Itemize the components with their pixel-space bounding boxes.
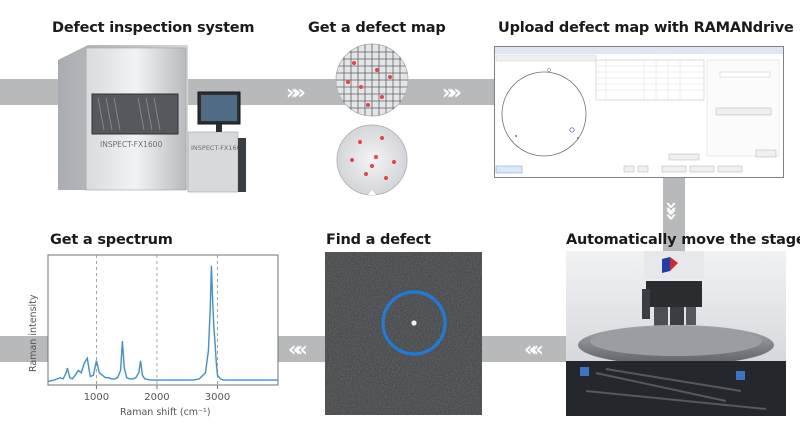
arrow-left-1: «« (524, 337, 544, 361)
arrow-right-1: »» (286, 80, 306, 104)
spectrum-xlabel: Raman shift (cm⁻¹) (120, 407, 211, 418)
step-title-spectrum: Get a spectrum (50, 232, 173, 248)
spectrum-chart: 1000 2000 3000 Raman intensity Raman shift… (28, 254, 279, 418)
step-title-upload: Upload defect map with RAMANdrive (498, 20, 794, 36)
tick-label-3000: 3000 (205, 392, 230, 403)
machine-label-side: INSPECT-FX1600 (191, 144, 245, 152)
inspection-machine-image: INSPECT-FX1600 INSPECT-FX1600 (58, 45, 246, 193)
stage-photo-image (566, 251, 786, 416)
step-title-inspection: Defect inspection system (52, 20, 255, 36)
ramandrive-window-image (494, 46, 784, 178)
step-title-defect-map: Get a defect map (308, 20, 446, 36)
arrow-down: »» (659, 201, 684, 215)
tick-label-1000: 1000 (84, 392, 109, 403)
arrow-right-2: »» (442, 80, 462, 104)
machine-label-main: INSPECT-FX1600 (100, 140, 162, 149)
spectrum-ylabel: Raman intensity (28, 294, 39, 372)
spectrum-line (47, 265, 278, 383)
tick-label-2000: 2000 (144, 392, 169, 403)
defect-image (325, 252, 482, 415)
arrow-left-2: «« (288, 337, 308, 361)
spectrum-plot-area (47, 254, 279, 386)
step-title-move-stage: Automatically move the stage (566, 232, 800, 248)
step-title-find-defect: Find a defect (326, 232, 431, 248)
defect-map-image (335, 43, 409, 196)
